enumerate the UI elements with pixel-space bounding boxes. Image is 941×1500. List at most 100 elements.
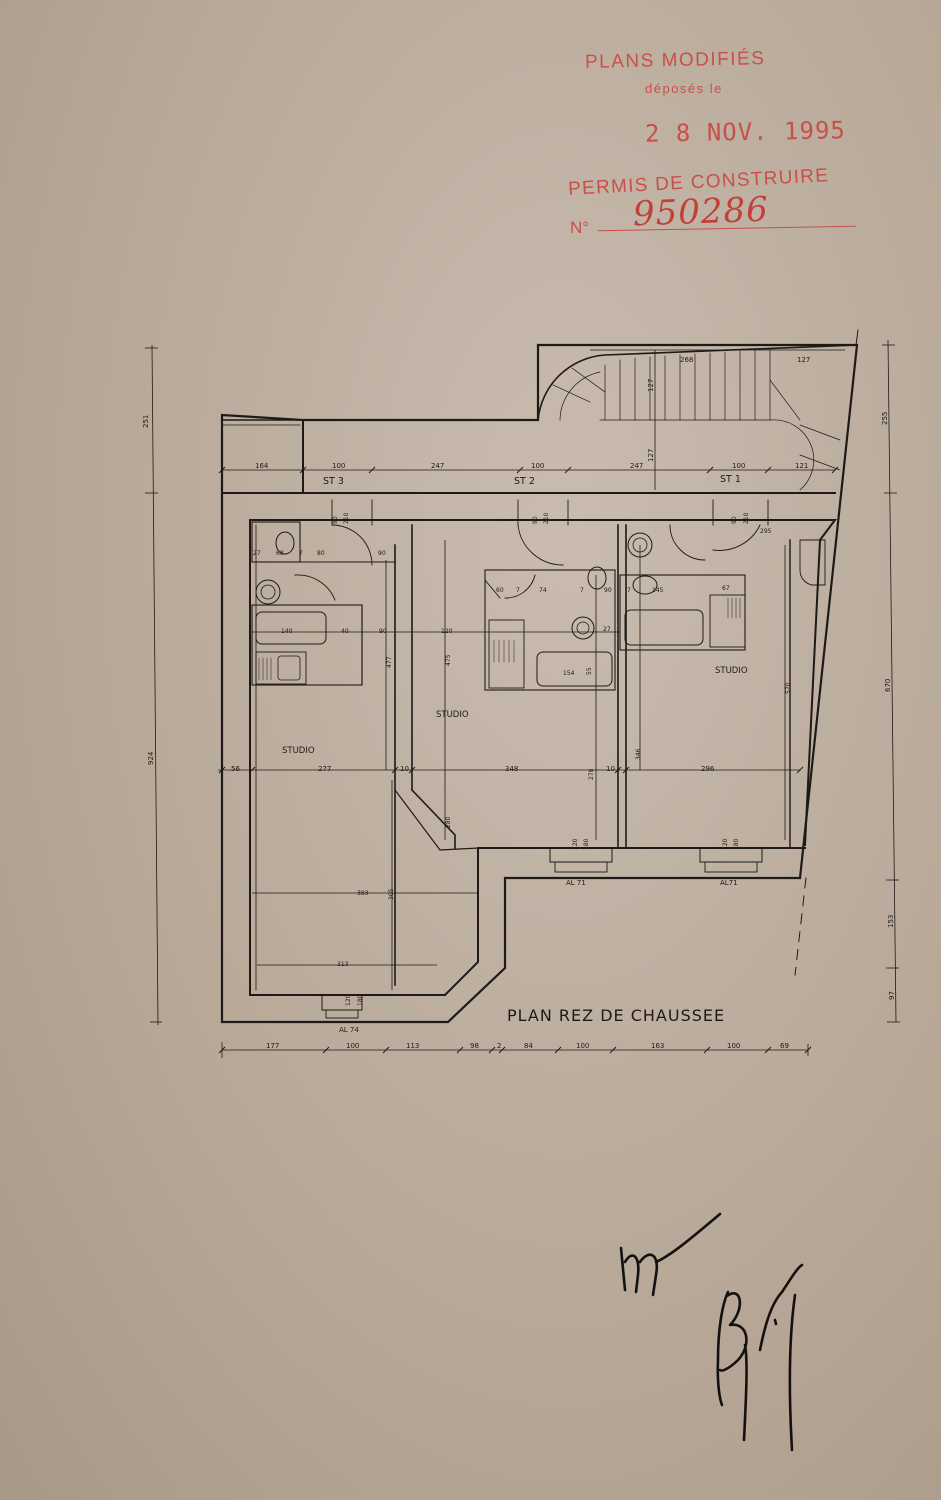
dimension-numbers: 251 924 255 670 153 97 177 100 113 98 2 … (142, 356, 896, 1050)
dim-door-st3-90: 90 (332, 516, 339, 524)
dim-bottom-177: 177 (266, 1042, 279, 1050)
dim-door-st1-210: 210 (743, 512, 750, 524)
dim-bottom-84: 84 (524, 1042, 533, 1050)
dim-top-247a: 247 (431, 462, 444, 470)
handwritten-signature (619, 1212, 804, 1452)
dim-top-121: 121 (795, 462, 808, 470)
dimension-tick (764, 466, 772, 474)
dim-bottom-113: 113 (406, 1042, 419, 1050)
dim-346: 346 (635, 748, 642, 760)
dim-stair-127a: 127 (797, 356, 810, 364)
dim-383: 383 (357, 890, 369, 897)
dim-7b: 7 (516, 587, 520, 594)
dimension-lines (145, 339, 900, 1058)
dim-door-st2-90: 90 (532, 516, 539, 524)
dim-window-al71b-180: 180 (733, 838, 740, 850)
dim-door-st1-90: 90 (731, 516, 738, 524)
dimension-tick (614, 766, 622, 774)
dimension-tick (804, 1046, 812, 1054)
unit-label-st3: ST 3 (323, 476, 344, 487)
dim-7a: 7 (299, 550, 303, 557)
dim-120: 120 (441, 628, 453, 635)
dim-top-100a: 100 (332, 462, 345, 470)
dim-90a: 90 (378, 550, 386, 557)
dim-top-100b: 100 (531, 462, 544, 470)
room-label-studio-middle: STUDIO (436, 710, 469, 720)
unit-label-st1: ST 1 (720, 474, 741, 485)
walls (220, 329, 859, 1024)
dimension-tick (218, 766, 226, 774)
dim-stair-127b: 127 (647, 379, 655, 392)
dim-window-al71-120: 120 (572, 838, 579, 850)
dim-313: 313 (337, 961, 349, 968)
dim-left-924: 924 (147, 751, 155, 765)
dim-477: 477 (386, 656, 393, 668)
dim-145: 145 (652, 587, 664, 594)
dim-570: 570 (785, 682, 792, 694)
dimension-tick (488, 1046, 496, 1054)
dim-bottom-69: 69 (780, 1042, 789, 1050)
dim-74: 74 (539, 587, 547, 594)
dim-154: 154 (563, 670, 575, 677)
stamp-number-label: N° (570, 218, 590, 237)
dim-7c: 7 (580, 587, 584, 594)
dimension-tick (764, 1046, 772, 1054)
stamp-deposited: déposés le (645, 81, 723, 96)
dim-90b: 90 (604, 587, 612, 594)
dim-bottom-163: 163 (651, 1042, 664, 1050)
window-label-al71-right: AL71 (720, 879, 738, 887)
dim-window-al74-120: 120 (345, 994, 352, 1006)
dimension-tick (622, 766, 630, 774)
dim-278: 278 (588, 768, 595, 780)
dim-67: 67 (722, 585, 730, 592)
dim-80: 80 (317, 550, 325, 557)
dim-mid-10b: 10 (606, 765, 615, 773)
unit-label-st2: ST 2 (514, 476, 535, 487)
dim-right-670: 670 (884, 679, 892, 692)
dimension-tick (248, 766, 256, 774)
dim-mid-277: 277 (318, 765, 331, 773)
dim-stair-127c: 127 (647, 449, 655, 462)
dim-bottom-100c: 100 (727, 1042, 740, 1050)
dim-90c: 90 (379, 628, 387, 635)
dimension-tick (456, 1046, 464, 1054)
room-labels: ST 3 ST 2 ST 1 STUDIO STUDIO STUDIO AL 7… (282, 474, 748, 1034)
dim-40: 40 (341, 628, 349, 635)
dimension-tick (516, 466, 524, 474)
dim-140: 140 (281, 628, 293, 635)
dim-mid-348: 348 (505, 765, 518, 773)
dimension-tick (391, 766, 399, 774)
dim-window-al71b-120: 120 (722, 838, 729, 850)
dimension-tick-marks (218, 466, 839, 1054)
dim-mid-10a: 10 (400, 765, 409, 773)
dimension-tick (299, 466, 307, 474)
dimension-tick (796, 766, 804, 774)
dim-window-al71-180: 180 (583, 838, 590, 850)
dim-55: 55 (586, 667, 593, 675)
room-label-studio-right: STUDIO (715, 666, 748, 676)
dimension-tick (368, 466, 376, 474)
plan-title: PLAN REZ DE CHAUSSEE (507, 1006, 725, 1025)
dimension-tick (831, 466, 839, 474)
dim-bottom-100a: 100 (346, 1042, 359, 1050)
dim-280: 280 (445, 816, 452, 828)
window-label-al71-left: AL 71 (566, 879, 586, 887)
dim-295: 295 (760, 528, 772, 535)
dim-window-al74-180: 180 (357, 994, 364, 1006)
dim-305: 305 (388, 888, 395, 900)
dimension-tick (218, 1046, 226, 1054)
dim-27b: 27 (603, 626, 611, 633)
dim-top-164: 164 (255, 462, 269, 470)
dim-door-st3-210: 210 (343, 512, 350, 524)
window-label-al74: AL 74 (339, 1026, 359, 1034)
dimension-tick (498, 1046, 506, 1054)
dim-top-247b: 247 (630, 462, 643, 470)
dim-7d: 7 (627, 587, 631, 594)
dim-68: 68 (276, 550, 284, 557)
dimension-tick (609, 1046, 617, 1054)
dim-left-251: 251 (142, 415, 150, 428)
dimension-tick (564, 466, 572, 474)
room-label-studio-left: STUDIO (282, 746, 315, 756)
